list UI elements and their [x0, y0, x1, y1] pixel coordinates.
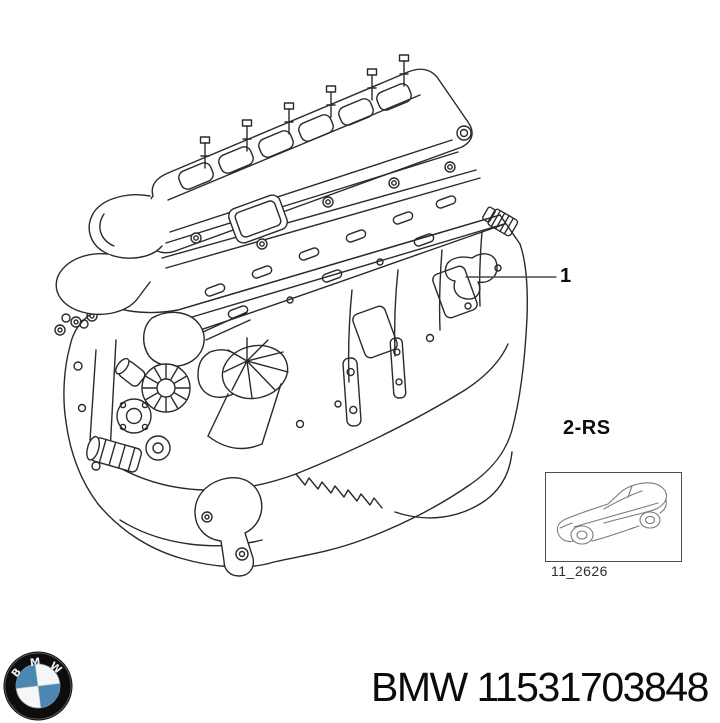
ribbed-pulley — [141, 363, 191, 413]
callout-1-label[interactable]: 1 — [560, 265, 572, 287]
thermostat-housing — [143, 311, 205, 367]
vehicle-thumbnail[interactable] — [545, 472, 682, 562]
front-accessories — [86, 311, 289, 577]
engine-block — [54, 214, 529, 568]
part-number: BMW 11531703848 — [371, 664, 709, 710]
thumbnail-caption: 11_2626 — [551, 563, 608, 579]
lifting-hook — [444, 253, 498, 300]
cylinder-head — [161, 169, 519, 319]
vanos-front — [55, 253, 151, 315]
logo-letter-m: M — [29, 656, 41, 669]
bmw-roundel-icon: B M W — [1, 649, 75, 723]
water-pump-flange — [116, 398, 152, 434]
variant-code-label: 2-RS — [563, 417, 611, 439]
engine-mount — [194, 477, 263, 577]
crank-snout — [86, 435, 143, 473]
cover-plate — [228, 194, 288, 244]
valve-cover — [55, 68, 473, 329]
rear-plug — [482, 206, 519, 237]
cover-studs — [199, 54, 410, 169]
car-icon — [556, 482, 668, 545]
sump-flange — [295, 473, 383, 509]
fan-cone — [207, 337, 289, 450]
